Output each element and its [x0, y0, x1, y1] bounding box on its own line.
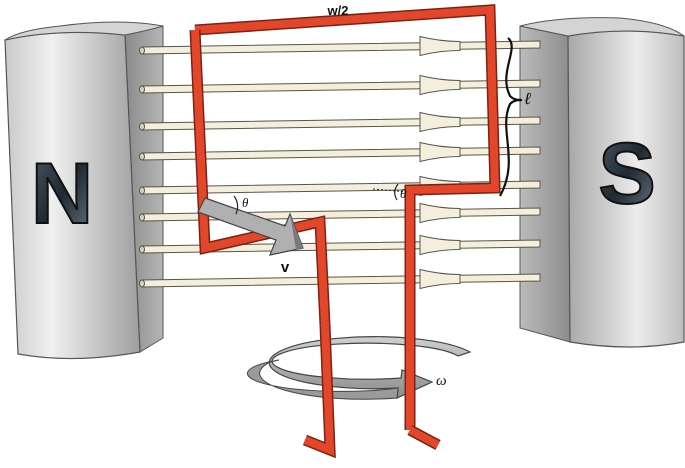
south-magnet: S [519, 17, 685, 348]
angle-marks [233, 183, 409, 215]
field-arrow-head [419, 111, 461, 133]
field-arrow-head [419, 35, 461, 57]
field-lines [139, 35, 541, 290]
field-line-end [139, 279, 145, 288]
field-line-end [139, 46, 145, 55]
field-line-end [139, 213, 145, 222]
omega-label: ω [436, 373, 447, 389]
north-label: N [31, 146, 93, 242]
rotation-arrow [246, 336, 472, 400]
field-line-end [139, 245, 145, 254]
south-label: S [598, 126, 655, 222]
field-line-end [139, 152, 145, 161]
angle-left-label: θ [242, 195, 249, 210]
field-arrow-head [419, 268, 461, 290]
angle-right-label: θ [400, 186, 407, 201]
field-line-end [139, 85, 145, 94]
north-magnet: N [4, 21, 164, 360]
field-arrow-head [419, 141, 461, 163]
field-arrow-head [419, 202, 461, 224]
field-line [141, 273, 541, 288]
width-label: w/2 [327, 3, 349, 18]
field-line-end [139, 122, 145, 131]
length-label: ℓ [524, 89, 531, 108]
length-brace [499, 37, 523, 197]
velocity-label: v [281, 259, 290, 276]
field-line-end [139, 186, 145, 195]
velocity-arrow [197, 197, 304, 256]
field-arrow-head [419, 74, 461, 96]
field-line [141, 40, 541, 55]
field-arrow-head [419, 234, 461, 256]
